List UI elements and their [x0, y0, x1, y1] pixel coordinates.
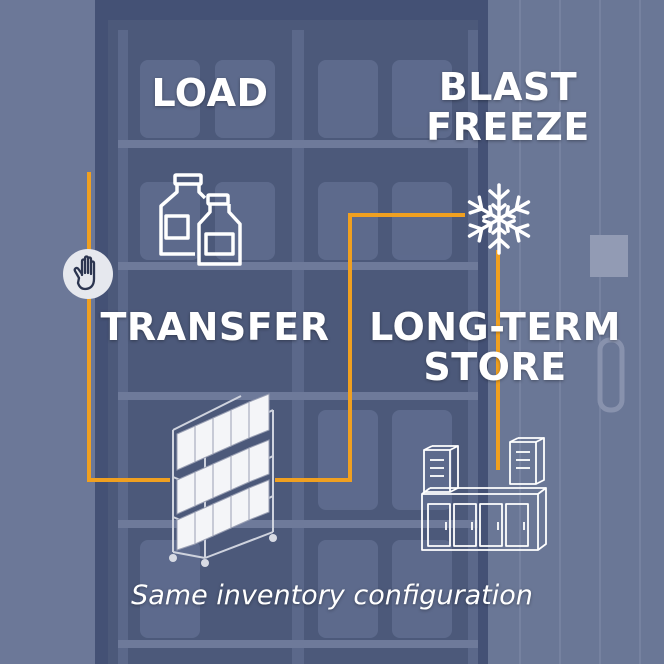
- flow-segment-transfer-freeze: [275, 213, 465, 482]
- step-long-term-line2: STORE: [423, 344, 567, 389]
- cart-rack-icon: [169, 393, 277, 567]
- step-transfer-label: TRANSFER: [100, 305, 330, 349]
- storage-cabinet-icon: [421, 437, 547, 551]
- hand-icon: [63, 249, 113, 299]
- step-load-label: LOAD: [151, 71, 269, 115]
- step-blast-freeze-line1: BLAST: [438, 65, 578, 109]
- step-long-term-line1: LONG-TERM: [369, 305, 621, 349]
- caption: Same inventory configuration: [131, 580, 533, 611]
- step-long-term-store-label: LONG-TERM STORE: [365, 305, 625, 389]
- bottles-icon: [159, 173, 242, 266]
- step-blast-freeze-label: BLAST FREEZE: [418, 65, 598, 149]
- snowflake-icon: [467, 183, 531, 255]
- step-blast-freeze-line2: FREEZE: [426, 104, 590, 149]
